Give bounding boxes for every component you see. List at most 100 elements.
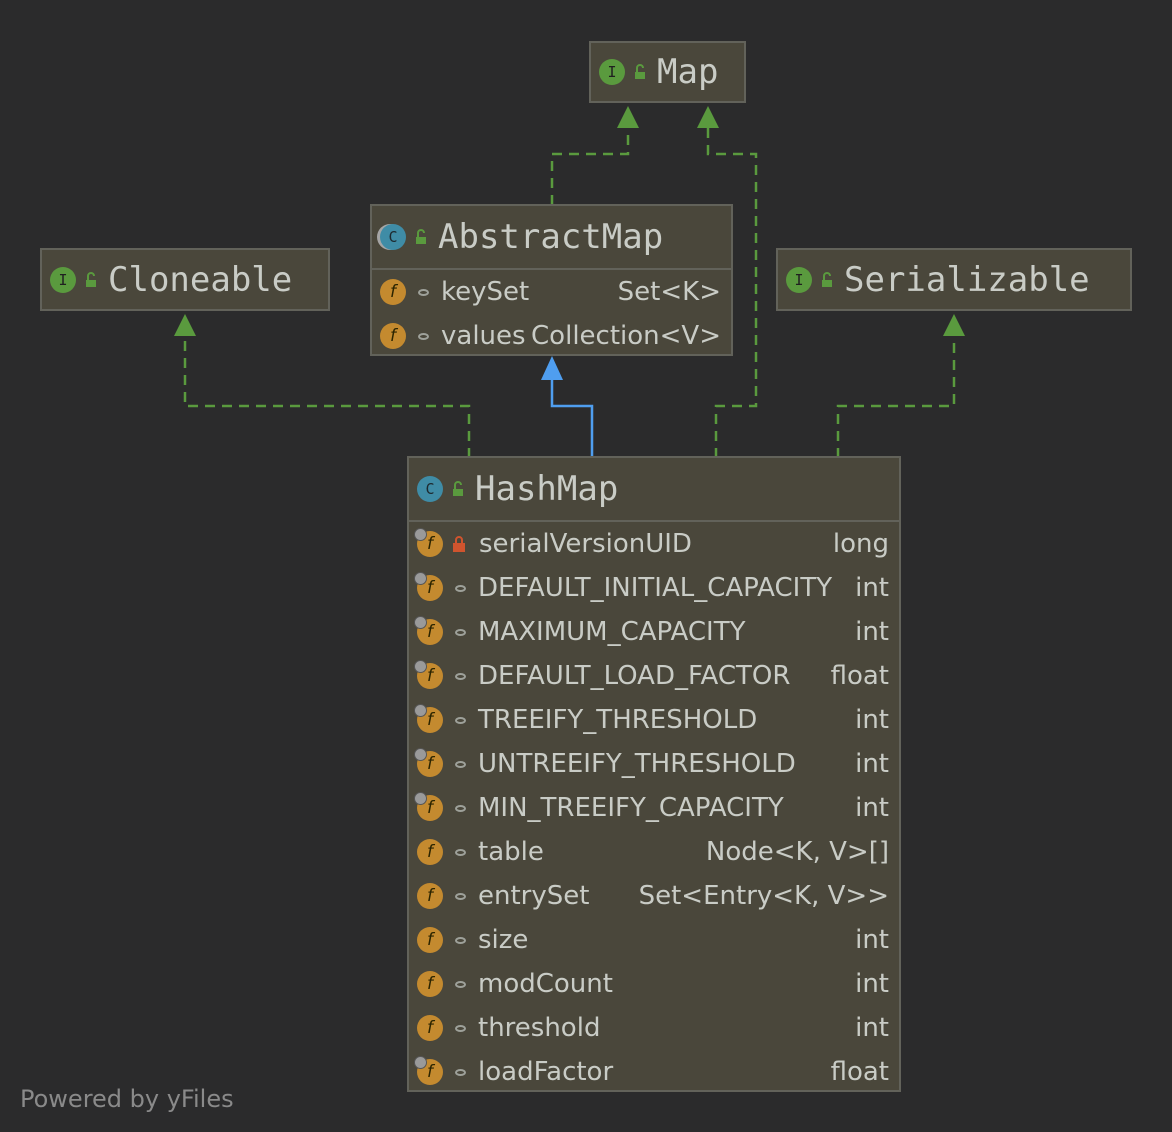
field-name: size — [478, 925, 529, 955]
field-icon: f — [417, 971, 443, 997]
package-visibility-icon — [455, 804, 466, 812]
package-visibility-icon — [455, 672, 466, 680]
package-visibility-icon — [455, 892, 466, 900]
arrowhead-cloneable — [174, 314, 196, 336]
edge-hashmap-implements-map — [706, 120, 758, 458]
field-type: int — [855, 573, 889, 603]
field-icon: f — [380, 323, 406, 349]
field-icon: f — [417, 883, 443, 909]
field-name: MIN_TREEIFY_CAPACITY — [478, 793, 784, 823]
arrowhead-abstractmap — [541, 356, 563, 380]
public-visibility-icon — [86, 271, 96, 287]
public-visibility-icon — [822, 271, 832, 287]
node-hashmap-name: HashMap — [475, 469, 619, 509]
field-type: int — [855, 925, 889, 955]
arrowhead-map-left — [617, 106, 639, 128]
field-name: values — [441, 321, 526, 351]
field-row[interactable]: f loadFactor float — [409, 1050, 899, 1094]
arrowhead-map-right — [697, 106, 719, 128]
package-visibility-icon — [455, 1024, 466, 1032]
static-final-field-icon: f — [414, 660, 443, 689]
field-row[interactable]: f serialVersionUID long — [409, 522, 899, 566]
edge-hashmap-extends-abstractmap — [550, 372, 594, 458]
package-visibility-icon — [455, 1068, 466, 1076]
field-icon: f — [417, 1015, 443, 1041]
package-visibility-icon — [418, 288, 429, 296]
public-visibility-icon — [416, 229, 426, 244]
node-map[interactable]: I Map — [589, 41, 746, 103]
field-name: threshold — [478, 1013, 601, 1043]
edge-hashmap-implements-cloneable — [183, 330, 471, 458]
field-row[interactable]: f TREEIFY_THRESHOLD int — [409, 698, 899, 742]
private-visibility-icon — [453, 536, 465, 552]
field-type: int — [855, 793, 889, 823]
package-visibility-icon — [455, 716, 466, 724]
field-name: table — [478, 837, 544, 867]
field-row[interactable]: f entrySet Set<Entry<K, V>> — [409, 874, 899, 918]
field-icon: f — [380, 279, 406, 305]
field-row[interactable]: f MIN_TREEIFY_CAPACITY int — [409, 786, 899, 830]
field-row[interactable]: f keySet Set<K> — [372, 270, 731, 314]
field-row[interactable]: f values Collection<V> — [372, 314, 731, 358]
field-name: UNTREEIFY_THRESHOLD — [478, 749, 796, 779]
field-row[interactable]: f modCount int — [409, 962, 899, 1006]
watermark: Powered by yFiles — [20, 1085, 234, 1113]
static-final-field-icon: f — [414, 748, 443, 777]
field-row[interactable]: f MAXIMUM_CAPACITY int — [409, 610, 899, 654]
node-cloneable[interactable]: I Cloneable — [40, 248, 330, 311]
field-type: long — [832, 529, 889, 559]
field-icon: f — [417, 927, 443, 953]
field-type: float — [830, 1057, 889, 1087]
node-abstractmap-header: C AbstractMap — [372, 206, 731, 270]
field-type: Node<K, V>[] — [705, 837, 889, 867]
package-visibility-icon — [455, 848, 466, 856]
package-visibility-icon — [455, 584, 466, 592]
field-row[interactable]: f UNTREEIFY_THRESHOLD int — [409, 742, 899, 786]
static-final-field-icon: f — [414, 616, 443, 645]
field-name: modCount — [478, 969, 613, 999]
field-row[interactable]: f threshold int — [409, 1006, 899, 1050]
field-row[interactable]: f table Node<K, V>[] — [409, 830, 899, 874]
node-hashmap-header: C HashMap — [409, 458, 899, 522]
field-row[interactable]: f size int — [409, 918, 899, 962]
field-row[interactable]: f DEFAULT_LOAD_FACTOR float — [409, 654, 899, 698]
field-name: DEFAULT_INITIAL_CAPACITY — [478, 573, 833, 603]
static-final-field-icon: f — [414, 704, 443, 733]
static-final-field-icon: f — [414, 528, 443, 557]
node-serializable-name: Serializable — [844, 259, 1090, 300]
static-final-field-icon: f — [414, 572, 443, 601]
package-visibility-icon — [455, 936, 466, 944]
field-icon: f — [417, 839, 443, 865]
static-final-field-icon: f — [414, 1056, 443, 1085]
node-serializable-header: I Serializable — [778, 250, 1130, 309]
node-serializable[interactable]: I Serializable — [776, 248, 1132, 311]
field-type: Set<Entry<K, V>> — [638, 881, 889, 911]
public-visibility-icon — [453, 481, 463, 496]
field-row[interactable]: f DEFAULT_INITIAL_CAPACITY int — [409, 566, 899, 610]
package-visibility-icon — [418, 332, 429, 340]
interface-icon: I — [599, 59, 625, 85]
node-hashmap[interactable]: C HashMap f serialVersionUID long f DEFA… — [407, 456, 901, 1092]
node-cloneable-name: Cloneable — [108, 259, 293, 300]
field-type: int — [855, 1013, 889, 1043]
field-name: TREEIFY_THRESHOLD — [478, 705, 758, 735]
field-name: DEFAULT_LOAD_FACTOR — [478, 661, 791, 691]
arrowhead-serializable — [943, 314, 965, 336]
public-visibility-icon — [635, 64, 645, 79]
field-name: keySet — [441, 277, 530, 307]
interface-icon: I — [786, 266, 812, 293]
package-visibility-icon — [455, 760, 466, 768]
node-abstractmap[interactable]: C AbstractMap f keySet Set<K> f values C… — [370, 204, 733, 356]
field-type: float — [830, 661, 889, 691]
field-type: int — [855, 617, 889, 647]
package-visibility-icon — [455, 628, 466, 636]
class-icon: C — [417, 476, 443, 502]
edge-hashmap-implements-serializable — [836, 330, 956, 458]
field-type: int — [855, 705, 889, 735]
edge-abstractmap-implements-map — [550, 120, 630, 205]
abstract-class-icon: C — [380, 224, 406, 250]
field-name: MAXIMUM_CAPACITY — [478, 617, 746, 647]
node-map-header: I Map — [591, 43, 744, 101]
field-type: int — [855, 969, 889, 999]
